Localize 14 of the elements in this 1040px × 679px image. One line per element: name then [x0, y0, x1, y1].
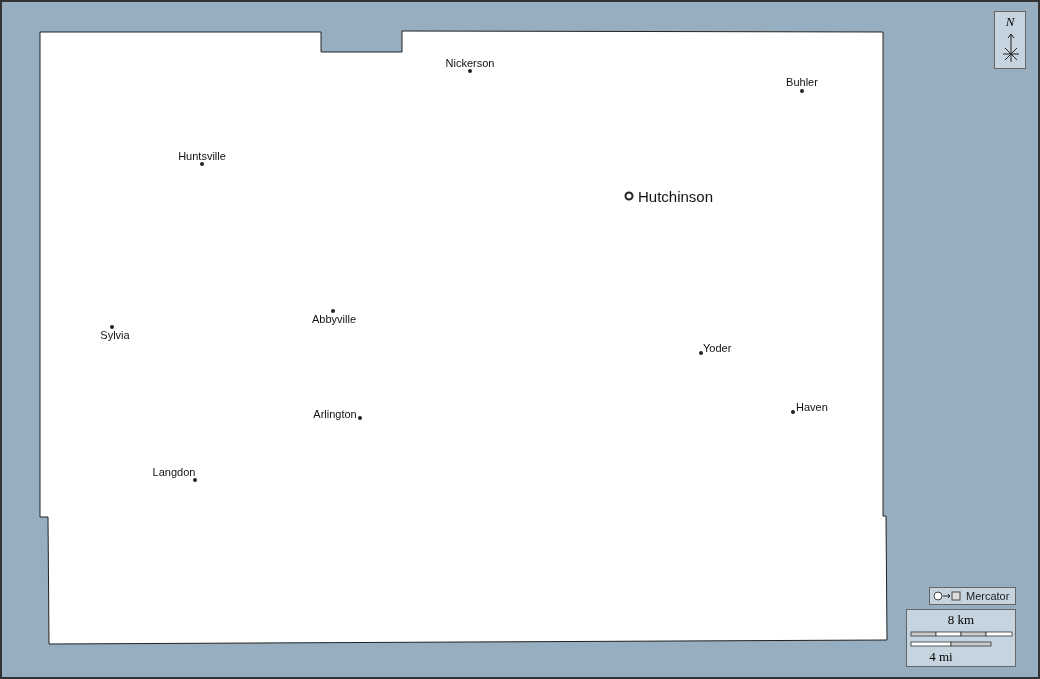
- town-name: Haven: [796, 401, 828, 413]
- town-name: Abbyville: [312, 313, 356, 325]
- projection-label: Mercator: [966, 590, 1010, 602]
- city-name: Hutchinson: [638, 188, 714, 204]
- scale-label: 4 mi: [928, 650, 954, 663]
- north-label: N: [1004, 15, 1016, 28]
- town-name: Nickerson: [445, 57, 495, 69]
- town-name: Langdon: [152, 466, 196, 478]
- town-name: Arlington: [313, 408, 357, 420]
- town-name: Sylvia: [100, 329, 130, 341]
- town-name: Huntsville: [178, 150, 226, 162]
- town-name: Yoder: [703, 342, 732, 354]
- scale-label: 8 km: [946, 613, 976, 626]
- town-name: Buhler: [786, 76, 818, 88]
